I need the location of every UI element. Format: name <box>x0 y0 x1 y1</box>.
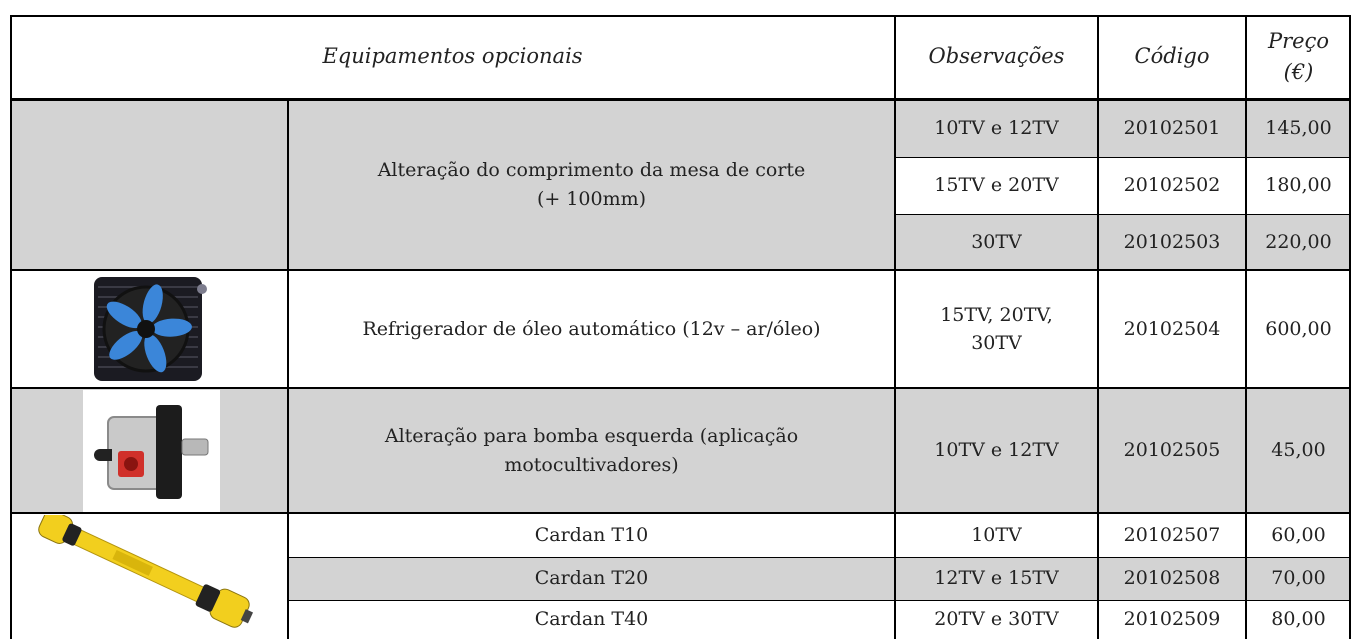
row-1-variant-1-observations: 10TV e 12TV <box>934 116 1059 139</box>
code-column-border <box>1097 15 1099 639</box>
row-4-variant-1-observations: 10TV <box>971 523 1022 546</box>
optional-equipment-table: Equipamentos opcionais Observações Códig… <box>10 15 1351 639</box>
row-1-variant-3-code: 20102503 <box>1123 230 1221 253</box>
oil-cooler-fan-icon <box>94 277 207 381</box>
row-3-code: 20102505 <box>1123 439 1221 462</box>
row-1-variant-1-border <box>895 157 1351 158</box>
row-4-variant-2-border <box>288 600 1351 601</box>
row-1-variant-3-price: 220,00 <box>1265 230 1332 253</box>
row-4-variant-1-code: 20102507 <box>1123 523 1221 546</box>
header-price: Preço (€) <box>1268 28 1330 85</box>
row-4-variant-3-observations: 20TV e 30TV <box>934 608 1059 631</box>
row-3-observations: 10TV e 12TV <box>934 439 1059 462</box>
row-1-variant-1-code: 20102501 <box>1123 116 1221 139</box>
row-1-variant-2-code: 20102502 <box>1123 174 1221 197</box>
row-3-equipment: Alteração para bomba esquerda (aplicação… <box>384 425 799 476</box>
row-1-equipment: Alteração do comprimento da mesa de cort… <box>377 159 806 210</box>
header-observations: Observações <box>928 44 1065 69</box>
row-3-price: 45,00 <box>1271 439 1326 462</box>
row-4-variant-3-background <box>288 600 1351 639</box>
row-4-variant-1-border <box>288 557 1351 558</box>
observations-column-border <box>894 15 896 639</box>
row-3-background <box>10 388 1351 513</box>
row-2-observations: 15TV, 20TV, 30TV <box>940 303 1053 355</box>
header-equipment: Equipamentos opcionais <box>322 44 583 69</box>
row-1-variant-3-observations: 30TV <box>971 230 1022 253</box>
table-top-border <box>10 15 1351 17</box>
cardan-shaft-icon <box>38 515 254 628</box>
header-code: Código <box>1134 44 1210 69</box>
hydraulic-pump-icon <box>94 405 209 499</box>
image-column-border <box>287 99 289 639</box>
row-1-variant-2-observations: 15TV e 20TV <box>934 174 1059 197</box>
row-1-variant-1-price: 145,00 <box>1265 116 1332 139</box>
header-row <box>10 15 1351 99</box>
row-2-price: 600,00 <box>1265 317 1332 340</box>
row-4-variant-3-name: Cardan T40 <box>534 608 649 631</box>
row-4-variant-3-code: 20102509 <box>1123 608 1221 631</box>
row-4-variant-2-price: 70,00 <box>1271 567 1326 590</box>
row-4-variant-3-price: 80,00 <box>1271 608 1326 631</box>
row-1-variant-2-border <box>895 214 1351 215</box>
table-right-border <box>1349 15 1351 639</box>
header-bottom-border <box>10 98 1351 101</box>
row-2-equipment: Refrigerador de óleo automático (12v – a… <box>362 317 821 340</box>
row-4-variant-1-price: 60,00 <box>1271 523 1326 546</box>
row-3-bottom-border <box>10 512 1351 514</box>
row-2-background <box>10 270 1351 388</box>
row-1-variant-2-white <box>895 158 1351 214</box>
row-4-variant-2-background <box>288 557 1351 600</box>
row-4-variant-2-name: Cardan T20 <box>534 567 649 590</box>
table-left-border <box>10 15 12 639</box>
row-1-variant-2-price: 180,00 <box>1265 174 1332 197</box>
price-column-border <box>1245 15 1247 639</box>
row-4-variant-2-code: 20102508 <box>1123 567 1221 590</box>
row-4-variant-1-name: Cardan T10 <box>534 523 649 546</box>
row-1-bottom-border <box>10 269 1351 271</box>
row-2-bottom-border <box>10 387 1351 389</box>
row-2-code: 20102504 <box>1123 317 1221 340</box>
row-4-variant-2-observations: 12TV e 15TV <box>934 567 1059 590</box>
